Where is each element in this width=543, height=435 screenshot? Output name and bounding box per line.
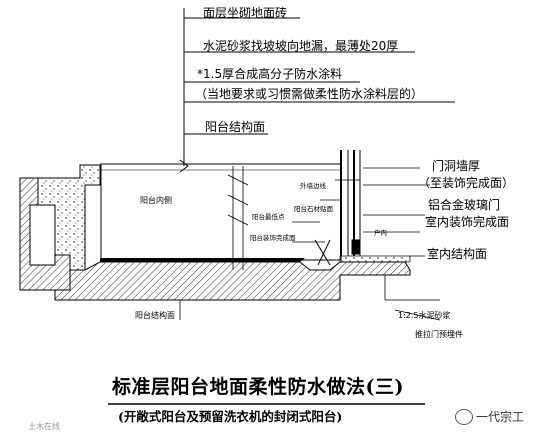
note-indoor-finish: 室内装饰完成面 bbox=[425, 215, 510, 229]
door-section bbox=[314, 150, 361, 266]
right-leader-lines bbox=[363, 167, 441, 321]
note-mortar: 1:2.5水泥砂浆 bbox=[398, 311, 451, 320]
note-top-3: *1.5厚合成高分子防水涂料 bbox=[197, 67, 343, 81]
top-leader-lines bbox=[179, 8, 455, 173]
note-embedded: 推拉门预埋件 bbox=[415, 330, 463, 339]
note-balcony-structure: 阳台结构面 bbox=[135, 311, 175, 320]
note-balcony-finish: 阳台装饰完成面 bbox=[250, 234, 296, 242]
note-door-wall-2: （至装饰完成面） bbox=[418, 176, 515, 190]
note-indoor-structure: 室内结构面 bbox=[427, 247, 488, 261]
note-top-5: 阳台结构面 bbox=[205, 120, 266, 134]
wechat-icon bbox=[455, 409, 473, 425]
note-balcony-stone: 阳台石材贴面 bbox=[294, 205, 333, 213]
note-top-1: 面层坐砌地面砖 bbox=[203, 6, 288, 20]
dimension-lines bbox=[179, 166, 360, 320]
note-aluminum-door: 铝合金玻璃门 bbox=[428, 198, 501, 212]
note-door-wall-1: 门洞墙厚 bbox=[432, 159, 481, 173]
note-outer-wall-line: 外墙边线 bbox=[300, 182, 326, 190]
note-balcony-inner: 阳台内侧 bbox=[140, 196, 172, 205]
note-balcony-low-point: 阳台最低点 bbox=[252, 213, 285, 221]
note-indoor-room: 户内 bbox=[374, 229, 387, 237]
watermark-right: 一代宗工 bbox=[476, 410, 525, 424]
watermark-left: 土木在线 bbox=[28, 422, 60, 431]
drawing-title: 标准层阳台地面柔性防水做法(三) bbox=[112, 376, 404, 398]
note-top-2: 水泥砂浆找坡坡向地漏，最薄处20厚 bbox=[203, 39, 399, 53]
drawing-subtitle: (开敞式阳台及预留洗衣机的封闭式阳台) bbox=[118, 409, 343, 424]
note-top-4: （当地要求或习惯需做柔性防水涂料层的） bbox=[195, 87, 424, 101]
floor-slab bbox=[54, 255, 411, 301]
